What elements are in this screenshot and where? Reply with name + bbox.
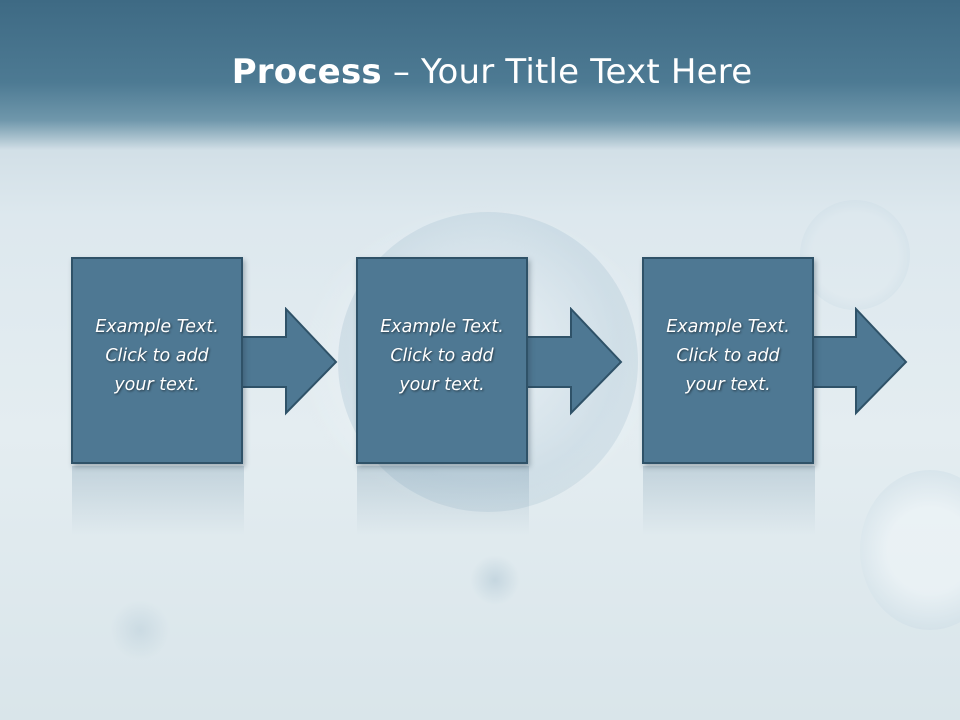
process-step-1[interactable]: Example Text. Click to add your text.	[71, 257, 243, 464]
step-text-line: Click to add	[676, 346, 780, 366]
box-reflection	[357, 466, 529, 536]
step-text-line: your text.	[685, 375, 771, 395]
background-bubble	[860, 470, 960, 630]
step-text[interactable]: Example Text. Click to add your text.	[73, 313, 241, 400]
slide-title[interactable]: Process – Your Title Text Here	[0, 52, 960, 92]
box-reflection	[72, 466, 244, 536]
step-text-line: Example Text.	[95, 317, 219, 337]
process-step-2[interactable]: Example Text. Click to add your text.	[356, 257, 528, 464]
step-text[interactable]: Example Text. Click to add your text.	[644, 313, 812, 400]
title-rest: – Your Title Text Here	[381, 52, 753, 92]
title-bold: Process	[231, 52, 382, 92]
step-text-line: Example Text.	[666, 317, 790, 337]
background-bubble	[110, 600, 170, 660]
background-bubble	[800, 200, 910, 310]
step-text-line: Click to add	[105, 346, 209, 366]
step-text-line: Click to add	[390, 346, 494, 366]
step-text[interactable]: Example Text. Click to add your text.	[358, 313, 526, 400]
step-text-line: your text.	[399, 375, 485, 395]
step-text-line: your text.	[114, 375, 200, 395]
title-bar	[0, 0, 960, 150]
process-step-3[interactable]: Example Text. Click to add your text.	[642, 257, 814, 464]
right-arrow-icon	[522, 307, 623, 416]
box-reflection	[643, 466, 815, 536]
background-bubble	[470, 555, 520, 605]
right-arrow-icon	[237, 307, 338, 416]
step-text-line: Example Text.	[380, 317, 504, 337]
right-arrow-icon	[807, 307, 908, 416]
